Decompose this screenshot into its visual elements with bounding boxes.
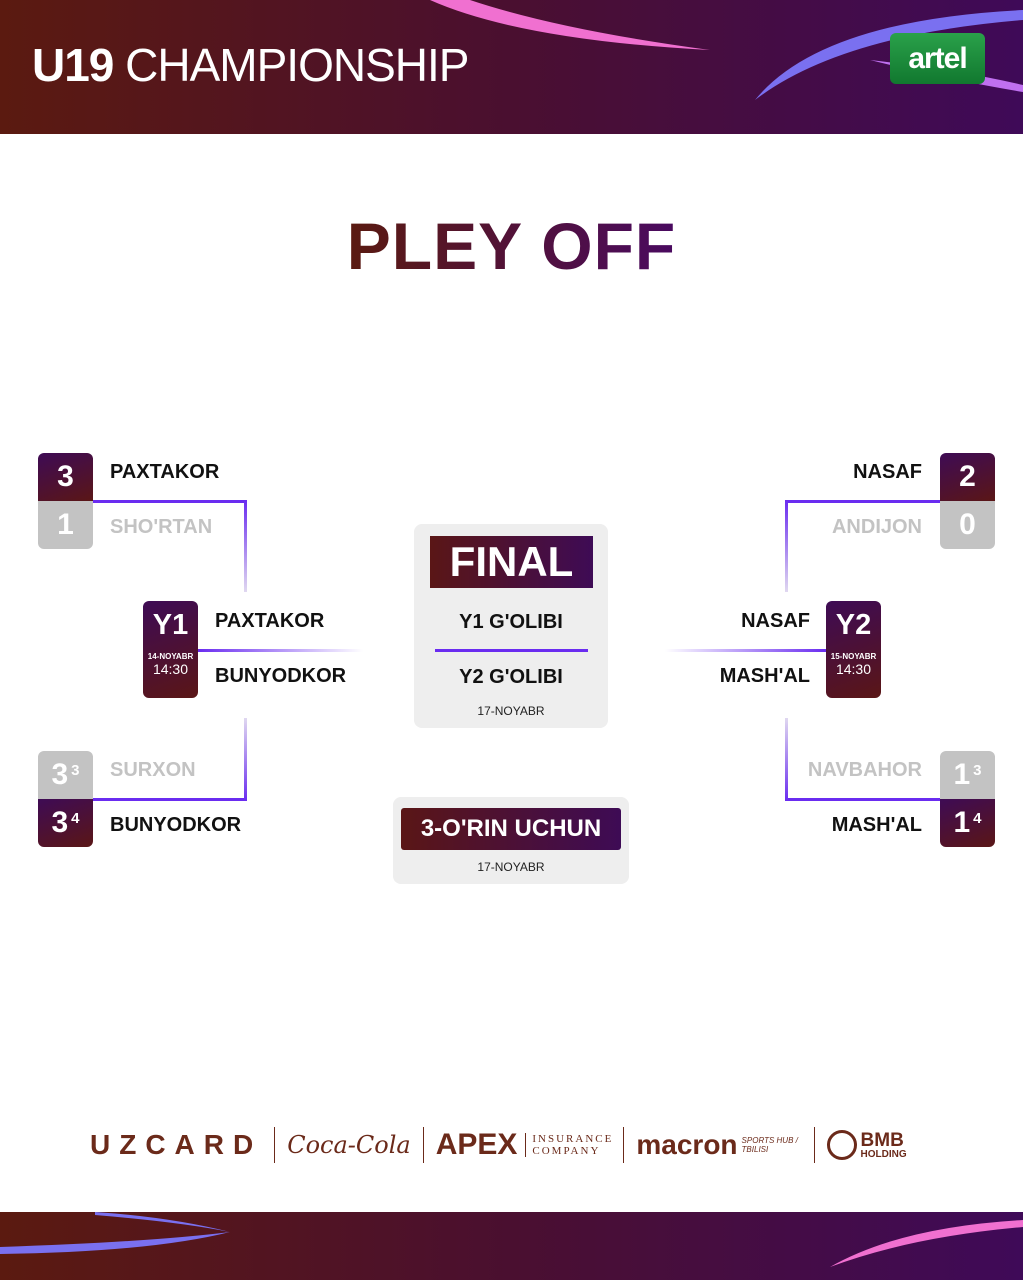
- bracket-line: [785, 798, 940, 801]
- decorative-swoosh-icon: [0, 1212, 1023, 1267]
- footer-band: [0, 1212, 1023, 1280]
- bracket-line: [665, 649, 826, 652]
- apex-logo: APEX: [435, 1128, 518, 1161]
- final-card: FINAL Y1 G'OLIBI Y2 G'OLIBI 17-NOYABR: [414, 524, 608, 728]
- sponsor-bar: UZCARD Coca-Cola APEX INSURANCE COMPANY …: [90, 1125, 930, 1165]
- bracket-line: [244, 500, 247, 592]
- page-title: PLEY OFF: [346, 209, 677, 283]
- team-name: PAXTAKOR: [215, 610, 325, 632]
- team-name: MASH'AL: [831, 814, 922, 836]
- score-box: 3: [38, 453, 93, 501]
- final-team2: Y2 G'OLIBI: [459, 666, 563, 688]
- third-place-card: 3-O'RIN UCHUN 17-NOYABR: [393, 797, 629, 884]
- bracket-line: [93, 500, 247, 503]
- insurance-text: INSURANCE COMPANY: [525, 1132, 611, 1158]
- bracket-line: [198, 649, 363, 652]
- artel-logo: artel: [890, 33, 985, 84]
- score-box: 0: [940, 501, 995, 549]
- team-name: SHO'RTAN: [110, 516, 213, 538]
- team-name: BUNYODKOR: [110, 814, 242, 836]
- third-place-label: 3-O'RIN UCHUN: [401, 808, 621, 850]
- final-team1: Y1 G'OLIBI: [459, 611, 563, 633]
- bracket-line: [93, 798, 247, 801]
- bracket-line: [785, 500, 940, 503]
- team-name: NASAF: [741, 610, 810, 632]
- final-label: FINAL: [430, 536, 593, 588]
- bracket-line: [785, 500, 788, 592]
- team-name: PAXTAKOR: [110, 461, 220, 483]
- header-band: U19 CHAMPIONSHIP artel: [0, 0, 1023, 134]
- coca-cola-logo: Coca-Cola: [287, 1131, 411, 1159]
- championship-title: U19 CHAMPIONSHIP: [32, 39, 469, 91]
- score-box: 2: [940, 453, 995, 501]
- globe-icon: [826, 1130, 857, 1160]
- third-place-date: 17-NOYABR: [477, 860, 545, 874]
- bracket-line: [244, 718, 247, 801]
- team-name: MASH'AL: [719, 665, 810, 687]
- divider: [435, 649, 588, 652]
- macron-logo: macron: [636, 1129, 738, 1160]
- score-box: 1: [38, 501, 93, 549]
- team-name: NAVBAHOR: [807, 759, 922, 781]
- team-name: BUNYODKOR: [215, 665, 347, 687]
- team-name: NASAF: [853, 461, 922, 483]
- final-date: 17-NOYABR: [477, 704, 545, 718]
- bracket-line: [785, 718, 788, 801]
- team-name: ANDIJON: [831, 516, 922, 538]
- sports-hub-text: SPORTS HUB / TBILISI: [741, 1136, 798, 1154]
- team-name: SURXON: [110, 759, 196, 781]
- uzcard-logo: UZCARD: [90, 1129, 263, 1160]
